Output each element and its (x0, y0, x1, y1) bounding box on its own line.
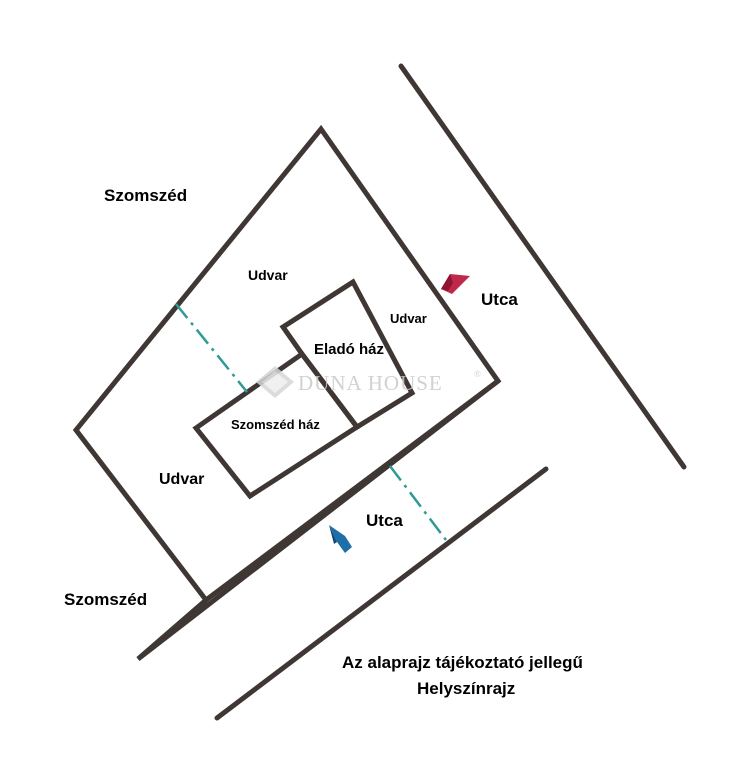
label-yard-top: Udvar (248, 267, 288, 283)
label-house-for-sale: Eladó ház (314, 341, 384, 358)
watermark: DUNA HOUSE ® (256, 366, 482, 398)
label-neighbor-house: Szomszéd ház (231, 417, 320, 432)
street-line-right (398, 63, 687, 470)
label-street-bottom: Utca (366, 511, 403, 530)
caption-line-2: Helyszínrajz (417, 679, 515, 698)
label-neighbor-bottom: Szomszéd (64, 590, 147, 609)
label-neighbor-top: Szomszéd (104, 186, 187, 205)
arrow-up-left-icon (329, 525, 352, 553)
plot-divider-line-top (175, 303, 248, 393)
plot-divider-line-bottom (389, 465, 447, 541)
label-street-right: Utca (481, 290, 518, 309)
label-yard-left: Udvar (159, 471, 204, 488)
caption-line-1: Az alaprajz tájékoztató jellegű (342, 653, 583, 672)
street-line-bottom (214, 466, 549, 721)
watermark-text: DUNA HOUSE (298, 371, 443, 395)
plot-front-edge (203, 378, 501, 603)
house-for-sale-outline (279, 278, 416, 431)
plot-outline (72, 124, 502, 661)
watermark-registered-mark: ® (474, 369, 482, 379)
label-yard-right: Udvar (390, 311, 427, 326)
arrow-left-icon (441, 274, 470, 294)
house-logo-icon (256, 366, 294, 398)
